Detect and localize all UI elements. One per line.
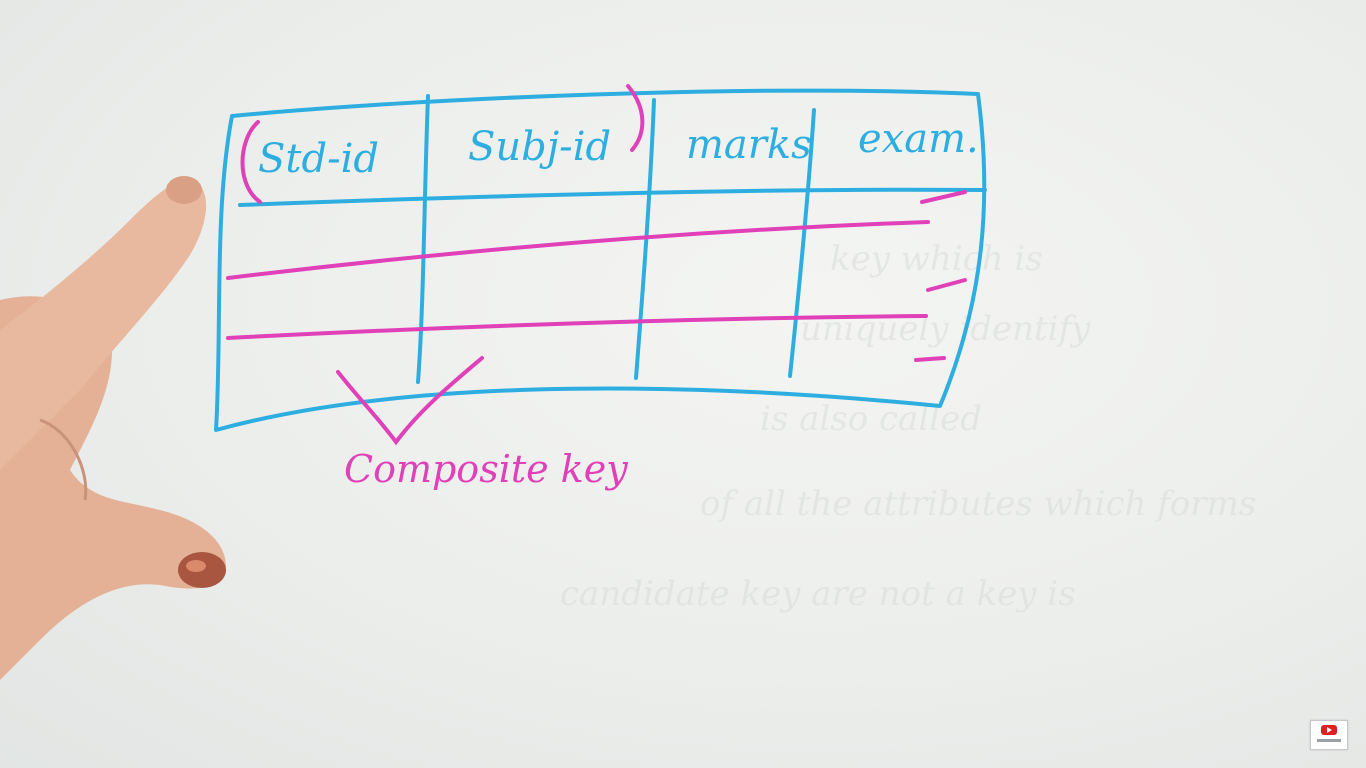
erased-writing-ghost: key which is uniquely identify is also c… <box>560 239 1256 614</box>
row-tick-3 <box>914 356 946 362</box>
header-subj-id: Subj-id <box>468 124 611 170</box>
header-divider-line <box>238 187 987 207</box>
header-std-id: Std-id <box>258 136 379 182</box>
table-outline <box>214 88 987 432</box>
svg-text:is also called: is also called <box>760 399 982 439</box>
table-drawing <box>214 88 987 432</box>
finger-shadow <box>39 418 88 501</box>
header-exam: exam. <box>858 116 979 162</box>
header-marks: marks <box>686 122 812 168</box>
table-header-labels: Std-id Subj-id marks exam. <box>258 116 979 182</box>
composite-key-bracket-close <box>626 84 645 152</box>
svg-text:candidate key are not a key is: candidate key are not a key is <box>560 574 1076 614</box>
row-line-2 <box>226 314 928 340</box>
column-divider-1 <box>416 94 430 384</box>
row-line-1 <box>226 220 930 280</box>
row-tick-1 <box>920 190 967 204</box>
play-icon <box>1321 725 1337 735</box>
column-divider-3 <box>788 108 816 378</box>
index-finger <box>0 179 207 470</box>
youtube-subscribe-icon[interactable] <box>1310 720 1348 750</box>
composite-key-label: Composite key <box>344 447 628 491</box>
column-divider-2 <box>634 98 656 380</box>
composite-key-check-mark <box>336 356 484 446</box>
svg-text:key which is: key which is <box>830 239 1043 279</box>
row-lines <box>226 84 967 446</box>
presenter-hand <box>0 176 226 680</box>
index-fingertip <box>166 176 202 204</box>
row-tick-2 <box>926 278 967 292</box>
nail-shine <box>186 560 206 572</box>
subscribe-bar <box>1317 739 1341 742</box>
composite-key-bracket-open <box>240 120 262 204</box>
svg-text:of all the attributes which fo: of all the attributes which forms <box>700 484 1256 524</box>
